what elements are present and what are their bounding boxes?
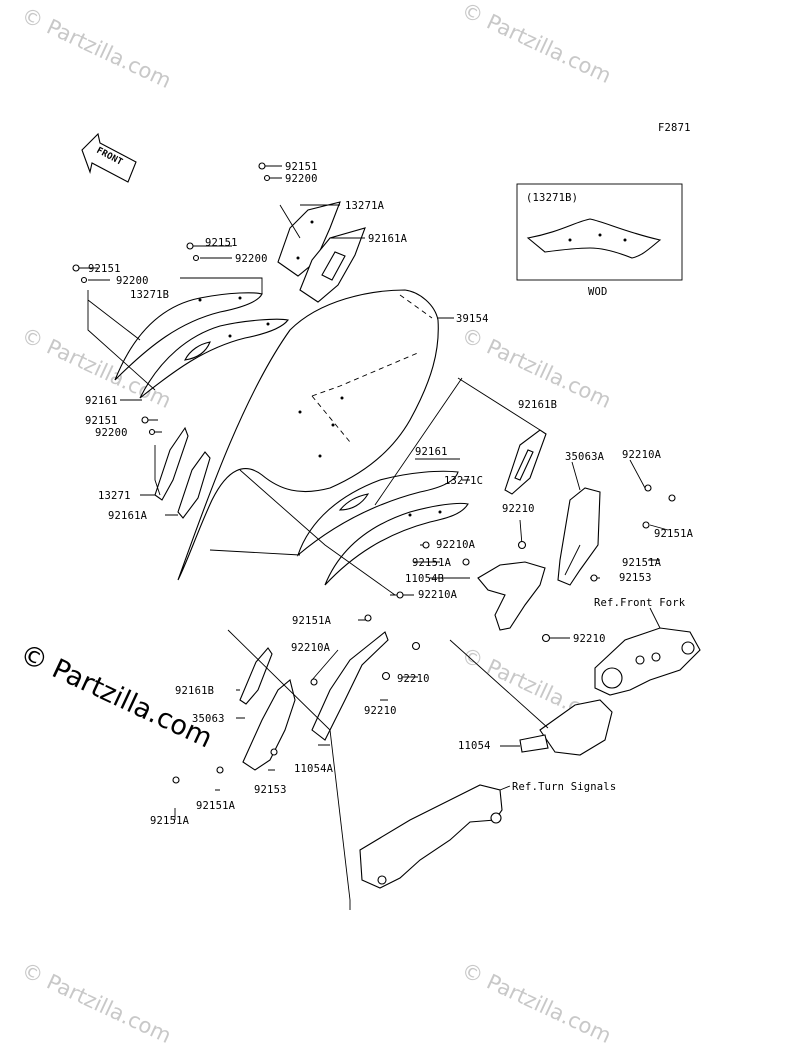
emblem-92161B-lower: [239, 647, 273, 705]
inset-caption: WOD: [588, 286, 608, 298]
emblem-92161A-left: [177, 451, 211, 519]
part-labels: 92151 92200 13271A 92161A 92151 92200 92…: [85, 161, 694, 827]
part-label: 92161B: [518, 399, 557, 411]
hardware: [72, 162, 676, 784]
part-label: 92153: [254, 784, 287, 796]
part-label: 92151A: [292, 615, 332, 627]
part-label: 13271B: [130, 289, 169, 301]
ref-front-fork: Ref.Front Fork: [594, 597, 686, 609]
part-label: 92151A: [196, 800, 236, 812]
part-label: 92210A: [436, 539, 476, 551]
part-label: 39154: [456, 313, 489, 325]
bracket-11054B: [477, 561, 546, 631]
part-label: 92151: [88, 263, 121, 275]
emblem-92161B: [504, 429, 547, 495]
watermark: © Partzilla.com: [18, 958, 175, 1046]
part-label: 13271: [98, 490, 131, 502]
emblem-92161-right: [296, 470, 459, 557]
emblem-13271: [154, 426, 189, 501]
part-label: 92161B: [175, 685, 214, 697]
part-label: 92210A: [622, 449, 662, 461]
part-label: 92161: [415, 446, 448, 458]
inset-part-ref: (13271B): [526, 192, 578, 204]
part-label: 35063: [192, 713, 225, 725]
front-arrow-icon: FRONT: [81, 132, 137, 183]
part-label: 92200: [235, 253, 268, 265]
watermark: © Partzilla.com: [458, 958, 615, 1046]
part-label: 13271C: [444, 475, 483, 487]
figure-code: F2871: [658, 122, 691, 134]
part-label: 92151: [285, 161, 318, 173]
part-label: 92151: [205, 237, 238, 249]
part-label: 92210: [397, 673, 430, 685]
part-label: 11054B: [405, 573, 444, 585]
part-label: 92210A: [418, 589, 458, 601]
part-label: 92200: [95, 427, 128, 439]
emblem-13271C: [324, 502, 469, 586]
part-label: 92151A: [622, 557, 662, 569]
part-label: 92151A: [412, 557, 452, 569]
watermark: © Partzilla.com: [458, 0, 615, 88]
part-label: 11054: [458, 740, 491, 752]
ref-turn-signals: Ref.Turn Signals: [512, 781, 616, 793]
part-label: 92151A: [654, 528, 694, 540]
bracket-35063: [242, 679, 296, 771]
part-label: 35063A: [565, 451, 605, 463]
bracket-35063A: [557, 487, 601, 586]
part-label: 92161A: [368, 233, 408, 245]
part-label: 92210A: [291, 642, 331, 654]
part-label: 92161: [85, 395, 118, 407]
part-label: 92161A: [108, 510, 148, 522]
part-label: 92210: [502, 503, 535, 515]
part-label: 13271A: [345, 200, 385, 212]
part-label: 92210: [364, 705, 397, 717]
part-label: 92210: [573, 633, 606, 645]
part-label: 92153: [619, 572, 652, 584]
part-label: 11054A: [294, 763, 334, 775]
watermark: © Partzilla.com: [18, 3, 175, 93]
bracket-11054A: [311, 631, 389, 741]
bracket-11054: [519, 699, 613, 756]
part-label: 92151A: [150, 815, 190, 827]
part-label: 92200: [116, 275, 149, 287]
inset-box: (13271B) WOD: [516, 183, 683, 298]
emblem-13271A: [277, 201, 341, 277]
emblem-92161: [139, 318, 289, 399]
leader-lines: [78, 165, 669, 910]
part-label: 92200: [285, 173, 318, 185]
windshield-39154: [177, 289, 439, 581]
emblem-92161A: [299, 227, 366, 303]
front-fork-clamp: [594, 627, 701, 696]
turn-signal-bracket: [359, 784, 503, 889]
part-label: 92151: [85, 415, 118, 427]
